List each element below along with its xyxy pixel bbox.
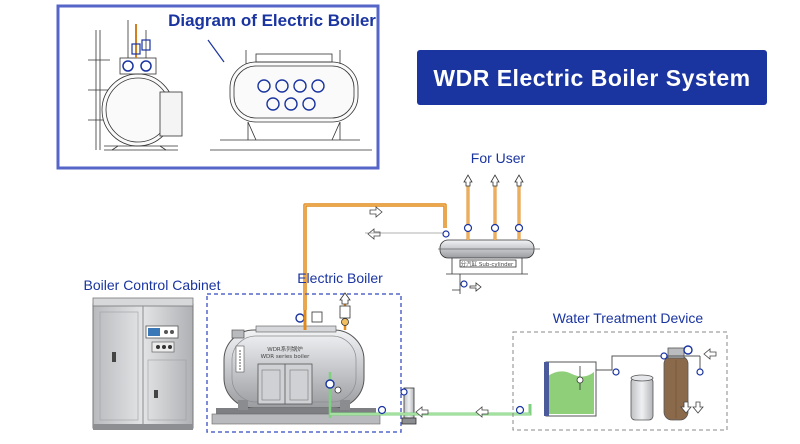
inset-front-view — [207, 39, 372, 151]
drain-valve — [452, 274, 482, 294]
for-user-label: For User — [471, 150, 526, 166]
treatment-piping — [596, 345, 704, 376]
inset-title: Diagram of Electric Boiler — [168, 11, 376, 30]
water-pipe — [330, 404, 532, 416]
feed-pump — [325, 372, 417, 425]
boiler-valves — [295, 292, 351, 330]
title-banner: WDR Electric Boiler System — [417, 50, 767, 105]
steam-pipe — [303, 203, 447, 310]
electric-boiler — [211, 325, 381, 425]
water-treatment-frame — [512, 331, 728, 431]
boiler-plate-line2: WDR series boiler — [261, 354, 311, 360]
inset-side-view — [88, 20, 183, 151]
flow-arrow-water — [415, 406, 489, 418]
boiler-control-cabinet-label: Boiler Control Cabinet — [84, 277, 221, 293]
banner-title: WDR Electric Boiler System — [433, 65, 750, 91]
flow-arrow-return — [367, 228, 381, 240]
user-outlet-arrows — [463, 174, 524, 187]
drain-arrows — [680, 401, 704, 414]
water-tank — [544, 361, 597, 417]
steam-header — [438, 239, 540, 275]
boiler-plate-line1: WDR系列锅炉 — [267, 345, 303, 353]
electric-boiler-frame — [206, 293, 402, 433]
electric-boiler-label: Electric Boiler — [297, 270, 383, 286]
header-valves — [442, 223, 524, 238]
water-inlet-arrow — [703, 348, 717, 360]
header-plate: 分汽缸 Sub-cylinder — [461, 260, 514, 268]
water-treatment-device-label: Water Treatment Device — [553, 310, 704, 326]
control-cabinet — [92, 297, 194, 430]
softener-tank — [630, 374, 654, 421]
inset-diagram-panel: Diagram of Electric Boiler — [56, 4, 380, 170]
water-line-valves — [377, 405, 525, 415]
flow-arrow-steam — [369, 206, 383, 218]
